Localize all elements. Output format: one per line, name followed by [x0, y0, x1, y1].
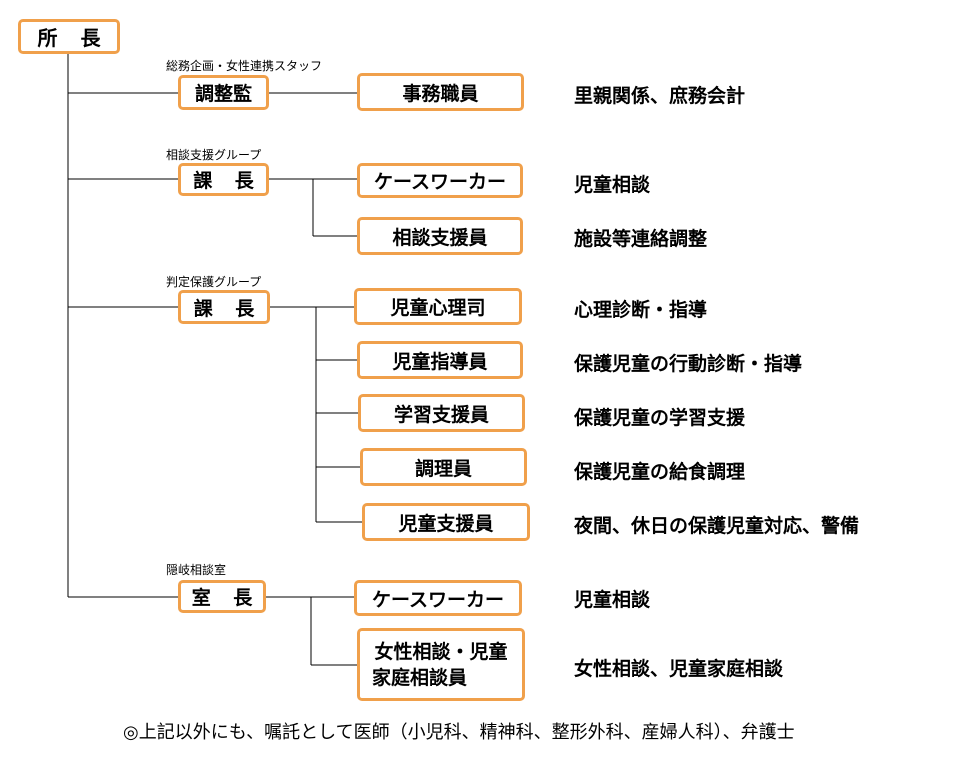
member-role: 児童指導員: [392, 350, 488, 373]
head-label: 課 長: [193, 170, 262, 192]
group-label-general-affairs: 総務企画・女性連携スタッフ: [166, 59, 323, 73]
member-duty: 児童相談: [574, 589, 651, 611]
member-box-caseworker: ケースワーカー: [357, 163, 523, 198]
member-box-child-instructor: 児童指導員: [357, 341, 523, 379]
member-duty: 保護児童の給食調理: [574, 461, 746, 483]
member-duty: 保護児童の行動診断・指導: [574, 353, 803, 375]
member-box-consultation-supporter: 相談支援員: [357, 217, 523, 255]
member-role: 学習支援員: [393, 403, 489, 426]
member-role: 事務職員: [402, 82, 479, 105]
member-role: ケースワーカー: [371, 588, 505, 611]
group-label-consultation-support: 相談支援グループ: [166, 148, 262, 162]
member-duty: 児童相談: [574, 174, 651, 196]
member-box-learning-supporter: 学習支援員: [358, 394, 525, 432]
member-role: 調理員: [414, 457, 472, 480]
head-label: 調整監: [194, 83, 252, 105]
head-label: 課 長: [193, 297, 263, 320]
member-duty: 夜間、休日の保護児童対応、警備: [574, 515, 860, 537]
member-duty: 里親関係、庶務会計: [574, 85, 746, 107]
head-box-section-chief-2: 課 長: [178, 290, 270, 324]
member-box-cook: 調理員: [360, 448, 527, 486]
member-box-child-psychologist: 児童心理司: [354, 288, 522, 325]
member-box-child-supporter: 児童支援員: [362, 503, 530, 541]
head-label: 室 長: [191, 587, 261, 609]
member-role: 児童支援員: [398, 512, 494, 535]
member-duty: 保護児童の学習支援: [574, 407, 746, 429]
member-role: 児童心理司: [390, 297, 486, 319]
member-box-caseworker-oki: ケースワーカー: [354, 580, 522, 616]
member-role-line2: 家庭相談員: [372, 666, 468, 689]
member-box-women-family-counselor: 女性相談・児童 家庭相談員: [357, 628, 525, 701]
member-duty: 心理診断・指導: [574, 299, 708, 321]
head-box-coordinator: 調整監: [178, 75, 269, 110]
director-box: 所 長: [18, 19, 120, 54]
head-box-office-chief: 室 長: [178, 580, 266, 613]
member-duty: 施設等連絡調整: [574, 228, 708, 250]
head-box-section-chief-1: 課 長: [178, 163, 269, 196]
group-label-assessment-protection: 判定保護グループ: [166, 275, 262, 289]
member-role: ケースワーカー: [373, 171, 507, 193]
director-label: 所 長: [37, 26, 109, 50]
member-box-clerical-staff: 事務職員: [357, 73, 524, 111]
member-duty: 女性相談、児童家庭相談: [574, 658, 784, 680]
group-label-oki-office: 隠岐相談室: [166, 563, 227, 577]
footnote: ◎上記以外にも、嘱託として医師（小児科、精神科、整形外科、産婦人科）、弁護士: [123, 722, 795, 743]
member-role: 相談支援員: [392, 226, 488, 249]
member-role: 女性相談・児童: [374, 640, 508, 663]
